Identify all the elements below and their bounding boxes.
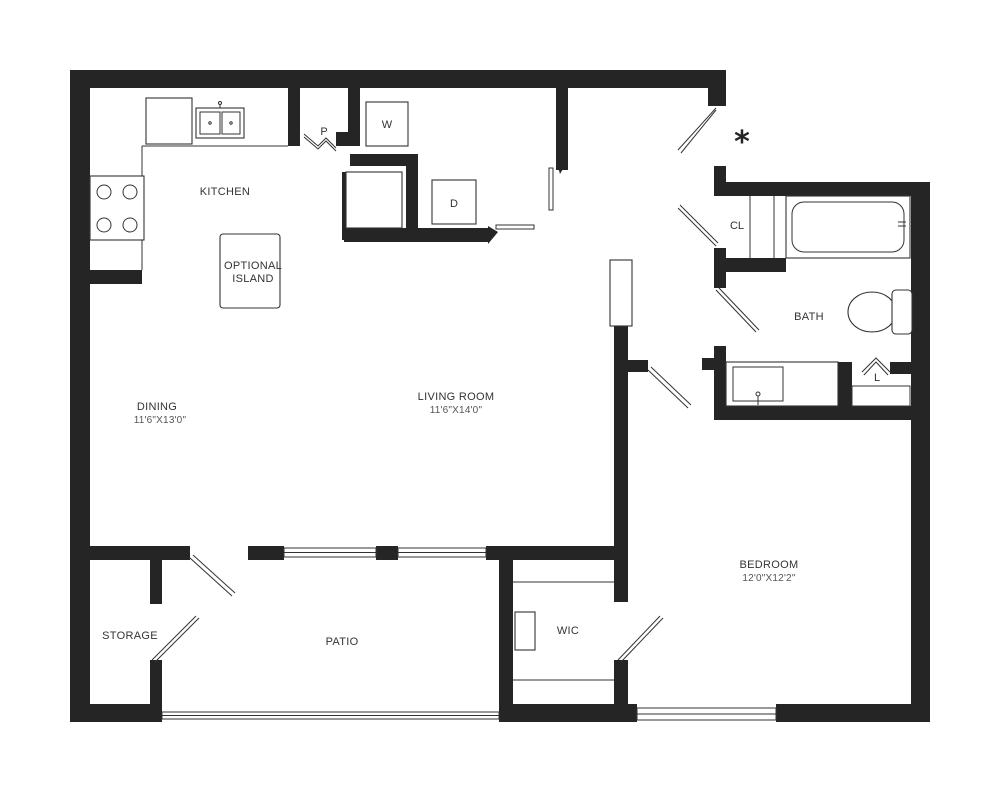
doors — [151, 107, 891, 663]
patio-label: PATIO — [326, 636, 359, 648]
optional-island — [219, 233, 281, 309]
bedroom-dimensions: 12'0"X12'2" — [742, 573, 795, 584]
island-label-line2: ISLAND — [232, 273, 274, 285]
room-labels: KITCHEN OPTIONAL ISLAND DINING 11'6"X13'… — [102, 119, 880, 648]
exterior-walls — [70, 70, 930, 722]
living-room-label: LIVING ROOM — [418, 391, 495, 403]
closet-details — [513, 259, 633, 681]
dining-label: DINING — [137, 401, 177, 413]
dryer-label: D — [450, 198, 458, 210]
kitchen-fixtures — [89, 97, 288, 309]
washer-label: W — [382, 119, 393, 131]
entry-marker-icon: * — [734, 125, 750, 160]
pantry-label: P — [320, 126, 327, 138]
bath-label: BATH — [794, 311, 824, 323]
closet-label: CL — [730, 220, 744, 232]
bedroom-label: BEDROOM — [740, 559, 799, 571]
toilet — [847, 291, 897, 333]
bath-fixtures — [725, 195, 913, 407]
interior-walls — [88, 88, 930, 722]
washer — [365, 101, 409, 147]
hvac-unit — [609, 259, 633, 327]
bathtub — [785, 195, 911, 259]
living-room-dimensions: 11'6"X14'0" — [430, 405, 483, 416]
wic-label: WIC — [557, 625, 579, 637]
windows — [161, 547, 777, 721]
stove — [89, 175, 145, 241]
refrigerator — [145, 97, 193, 145]
kitchen-label: KITCHEN — [200, 186, 250, 198]
vanity — [725, 361, 839, 407]
storage-label: STORAGE — [102, 630, 158, 642]
water-heater — [345, 171, 403, 229]
linen-label: L — [874, 372, 880, 384]
dryer — [431, 179, 477, 225]
island-label-line1: OPTIONAL — [224, 260, 282, 272]
dining-dimensions: 11'6"X13'0" — [134, 415, 187, 426]
laundry-fixtures — [345, 101, 477, 229]
